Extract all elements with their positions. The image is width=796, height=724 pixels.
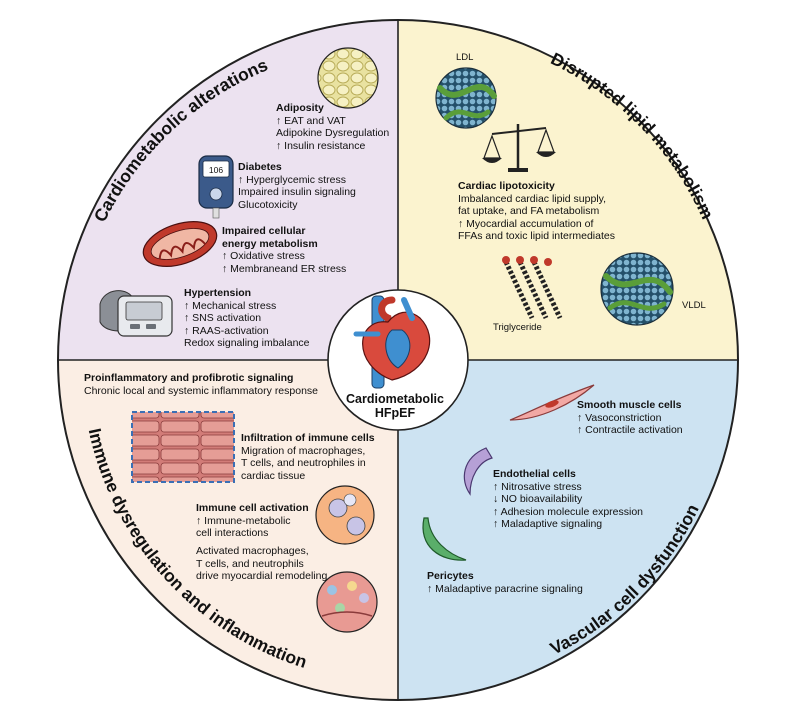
lipotoxicity-block: Cardiac lipotoxicity Imbalanced cardiac … <box>458 180 615 243</box>
diabetes-line: Impaired insulin signaling <box>238 186 356 198</box>
adipose-tissue-icon <box>317 47 379 109</box>
center-label-line1: Cardiometabolic <box>346 392 444 406</box>
hypertension-line: ↑ RAAS-activation <box>184 324 269 337</box>
infiltration-line: T cells, and neutrophiles in <box>241 457 366 469</box>
svg-text:106: 106 <box>209 165 223 175</box>
diabetes-line: ↑ Hyperglycemic stress <box>238 173 346 186</box>
lipotoxicity-line: Imbalanced cardiac lipid supply, <box>458 192 607 205</box>
ldl-particle-icon <box>435 67 497 129</box>
hypertension-heading: Hypertension <box>184 287 252 299</box>
glucometer-icon: 106 <box>198 155 234 219</box>
macrophage-line: drive myocardial remodeling <box>196 570 328 582</box>
diabetes-line: Glucotoxicity <box>238 198 298 211</box>
energy-metabolism-line: ↑ Oxidative stress <box>222 250 305 262</box>
immune-activation-block: Immune cell activation ↑ Immune-metaboli… <box>196 502 309 540</box>
immune-cells-icon <box>315 485 375 545</box>
macrophage-line: Activated macrophages, <box>196 545 309 557</box>
blood-pressure-monitor-icon <box>99 290 173 337</box>
vldl-label: VLDL <box>682 300 706 311</box>
center-label-line2: HFpEF <box>374 406 416 420</box>
hypertension-line: ↑ SNS activation <box>184 312 262 324</box>
triglyceride-molecule-icon <box>502 256 563 320</box>
lipotoxicity-line: ↑ Myocardial accumulation of <box>458 217 594 230</box>
adiposity-line: ↑ EAT and VAT <box>276 114 346 127</box>
pericytes-heading: Pericytes <box>427 570 474 582</box>
proinflammatory-block: Proinflammatory and profibrotic signalin… <box>84 372 318 397</box>
hypertension-block: Hypertension ↑ Mechanical stress ↑ SNS a… <box>184 287 310 350</box>
adiposity-block: Adiposity ↑ EAT and VAT Adipokine Dysreg… <box>276 102 389 152</box>
smooth-muscle-heading: Smooth muscle cells <box>577 399 682 411</box>
endothelial-line: ↑ Adhesion molecule expression <box>493 505 644 518</box>
immune-activation-line: ↑ Immune-metabolic <box>196 514 291 527</box>
infiltration-heading: Infiltration of immune cells <box>241 432 375 444</box>
center-label: Cardiometabolic HFpEF <box>320 392 470 420</box>
smooth-muscle-block: Smooth muscle cells ↑ Vasoconstriction ↑… <box>577 399 683 437</box>
lipotoxicity-line: FFAs and toxic lipid intermediates <box>458 230 615 242</box>
cardiac-tissue-icon <box>131 411 235 483</box>
endothelial-heading: Endothelial cells <box>493 468 576 480</box>
endothelial-cell-icon <box>463 447 493 496</box>
adiposity-line: Adipokine Dysregulation <box>276 127 390 139</box>
ldl-label: LDL <box>456 52 474 63</box>
lipotoxicity-line: fat uptake, and FA metabolism <box>458 205 600 217</box>
macrophage-line: T cells, and neutrophils <box>196 557 304 570</box>
adiposity-heading: Adiposity <box>276 102 324 114</box>
infiltration-line: cardiac tissue <box>241 469 306 482</box>
triglyceride-label: Triglyceride <box>493 322 542 333</box>
mitochondrion-icon <box>142 221 218 267</box>
balance-scale-icon <box>482 124 556 172</box>
lipotoxicity-heading: Cardiac lipotoxicity <box>458 180 555 192</box>
pericytes-block: Pericytes ↑ Maladaptive paracrine signal… <box>427 570 583 595</box>
endothelial-line: ↑ Nitrosative stress <box>493 480 582 493</box>
pericyte-icon <box>422 517 467 561</box>
infiltration-line: Migration of macrophages, <box>241 444 366 457</box>
outer-ring <box>57 19 739 701</box>
endothelial-line: ↓ NO bioavailability <box>493 493 583 505</box>
smooth-muscle-line: ↑ Contractile activation <box>577 424 683 436</box>
macrophage-block: Activated macrophages, T cells, and neut… <box>196 545 327 583</box>
inflamed-tissue-icon <box>316 571 378 633</box>
proinflammatory-heading: Proinflammatory and profibrotic signalin… <box>84 372 294 384</box>
hypertension-line: Redox signaling imbalance <box>184 337 310 349</box>
diabetes-block: Diabetes ↑ Hyperglycemic stress Impaired… <box>238 161 356 211</box>
endothelial-line: ↑ Maladaptive signaling <box>493 518 603 530</box>
energy-metabolism-heading-2: energy metabolism <box>222 237 318 250</box>
energy-metabolism-block: Impaired cellular energy metabolism ↑ Ox… <box>222 225 346 275</box>
heart-icon <box>353 295 431 389</box>
energy-metabolism-heading: Impaired cellular <box>222 225 306 237</box>
vldl-particle-icon <box>600 252 674 326</box>
infiltration-block: Infiltration of immune cells Migration o… <box>241 432 375 482</box>
pericytes-line: ↑ Maladaptive paracrine signaling <box>427 582 583 595</box>
hypertension-line: ↑ Mechanical stress <box>184 299 277 312</box>
adiposity-line: ↑ Insulin resistance <box>276 139 366 152</box>
immune-activation-line: cell interactions <box>196 527 269 539</box>
endothelial-block: Endothelial cells ↑ Nitrosative stress ↓… <box>493 468 643 531</box>
smooth-muscle-line: ↑ Vasoconstriction <box>577 411 662 424</box>
immune-activation-heading: Immune cell activation <box>196 502 309 514</box>
diabetes-heading: Diabetes <box>238 161 282 173</box>
proinflammatory-line: Chronic local and systemic inflammatory … <box>84 384 319 397</box>
energy-metabolism-line: ↑ Membraneand ER stress <box>222 262 347 275</box>
